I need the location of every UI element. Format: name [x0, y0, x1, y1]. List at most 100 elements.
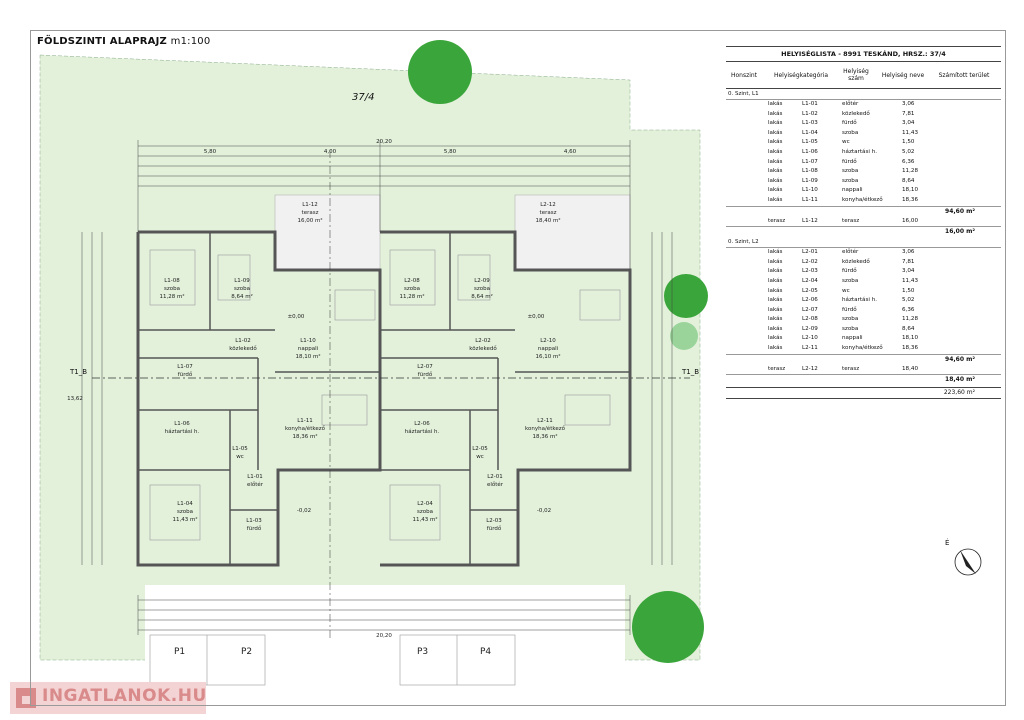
- table-cell: L1-01: [802, 101, 818, 107]
- plot-number: 37/4: [352, 92, 375, 103]
- table-cell: L1-11: [802, 196, 818, 203]
- room-label: L2-10: [540, 338, 556, 344]
- table-cell: 6,36: [902, 306, 915, 313]
- table-cell: [726, 344, 768, 354]
- room-label: közlekedő: [469, 346, 497, 352]
- drawing-scale: m1:100: [170, 36, 211, 47]
- table-cell: [726, 334, 768, 344]
- room-label: szoba: [234, 286, 250, 292]
- room-label: L2-02: [475, 338, 491, 344]
- table-cell: 7,81: [902, 110, 915, 117]
- table-cell: L2-11: [802, 345, 818, 352]
- table-cell: [726, 186, 768, 196]
- room-label: fürdő: [487, 526, 502, 532]
- room-label: L1-07: [177, 364, 193, 370]
- table-cell: terasz: [768, 365, 786, 372]
- room-label: szoba: [177, 509, 193, 515]
- col-header: Honszint: [730, 71, 758, 79]
- room-label: terasz: [302, 210, 319, 216]
- room-label: háztartási h.: [405, 428, 440, 435]
- table-cell: [726, 365, 768, 375]
- furniture: [149, 249, 621, 541]
- table-cell: 8,64: [902, 177, 915, 184]
- col-header: Számított terület: [938, 71, 990, 79]
- room-label: 11,43 m²: [412, 516, 437, 523]
- table-cell: L1-05: [802, 139, 818, 146]
- dim-label: 20,20: [376, 139, 392, 145]
- dim-label: 20,20: [376, 633, 392, 639]
- room-label: fürdő: [418, 372, 433, 378]
- section-marks: T1_B T1_B: [69, 368, 699, 376]
- table-cell: 18,10: [902, 187, 919, 194]
- table-cell: wc: [842, 287, 850, 294]
- table-cell: terasz: [842, 217, 860, 224]
- table-cell: L1-04: [802, 129, 818, 136]
- dim-label: 5,80: [444, 149, 457, 155]
- table-terrace-total: 18,40 m²: [726, 374, 1001, 385]
- table-cell: lakás: [768, 129, 783, 136]
- table-cell: lakás: [768, 110, 783, 117]
- room-label: L1-10: [300, 338, 316, 344]
- table-cell: 11,28: [902, 168, 919, 175]
- table-cell: lakás: [768, 249, 783, 256]
- north-arrow: [954, 548, 982, 576]
- parking-bays: [149, 634, 516, 686]
- room-label: 18,36 m²: [532, 433, 557, 440]
- table-cell: wc: [842, 139, 850, 146]
- table-cell: [726, 258, 768, 268]
- table-cell: 7,81: [902, 258, 915, 265]
- table-cell: lakás: [768, 120, 783, 127]
- table-cell: L1-07: [802, 158, 818, 165]
- table-cell: szoba: [842, 277, 859, 284]
- room-label: 11,43 m²: [172, 516, 197, 523]
- table-cell: L2-03: [802, 268, 818, 275]
- table-cell: közlekedő: [842, 258, 870, 265]
- room-label: fürdő: [178, 372, 193, 378]
- table-cell: háztartási h.: [842, 148, 878, 155]
- table-cell: [726, 177, 768, 187]
- room-label: L1-11: [297, 418, 313, 424]
- table-cell: előtér: [842, 249, 859, 256]
- table-cell: lakás: [768, 101, 783, 107]
- table-cell: terasz: [842, 365, 860, 372]
- table-cell: lakás: [768, 258, 783, 265]
- table-cell: konyha/étkező: [842, 196, 883, 203]
- table-cell: L2-10: [802, 335, 818, 342]
- tree-top: [408, 40, 472, 104]
- table-cell: előtér: [842, 101, 859, 107]
- room-label: L2-11: [537, 418, 553, 424]
- room-label: szoba: [404, 286, 420, 292]
- table-cell: L2-09: [802, 325, 818, 332]
- dim-label: 4,60: [564, 149, 577, 155]
- table-cell: lakás: [768, 306, 783, 313]
- room-label: 16,10 m²: [535, 353, 560, 360]
- dim-label: 4,00: [324, 149, 337, 155]
- room-label: terasz: [540, 210, 557, 216]
- tree-right: [664, 274, 708, 318]
- table-cell: [726, 110, 768, 120]
- table-cell: lakás: [768, 177, 783, 184]
- room-label: előtér: [247, 481, 264, 488]
- table-cell: közlekedő: [842, 110, 870, 117]
- table-cell: 8,64: [902, 325, 915, 332]
- table-cell: [726, 325, 768, 335]
- table-cell: L2-01: [802, 249, 818, 256]
- room-label: L1-12: [302, 202, 318, 208]
- table-cell: [726, 148, 768, 158]
- table-cell: [726, 248, 768, 258]
- table-cell: [726, 129, 768, 139]
- room-label: L2-04: [417, 501, 433, 507]
- tree-bottom: [632, 591, 704, 663]
- level-mark: -0,02: [297, 508, 311, 514]
- table-cell: 18,36: [902, 345, 919, 352]
- table-cell: 3,04: [902, 268, 915, 275]
- watermark-text: INGATLANOK.HU: [42, 686, 207, 706]
